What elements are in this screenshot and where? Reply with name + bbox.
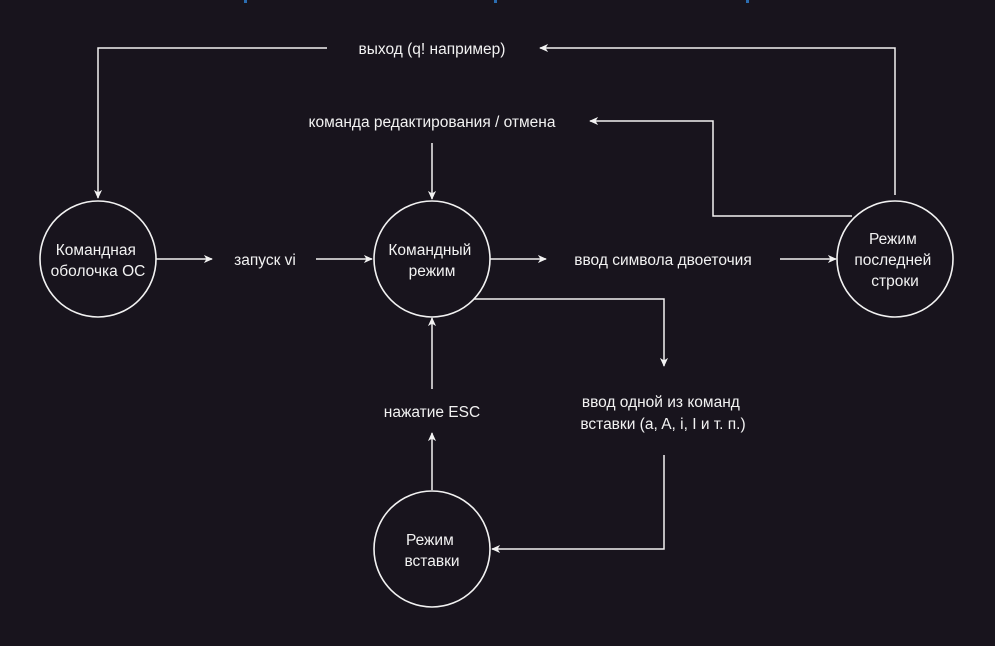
- edge-label-colon-input: ввод символа двоеточия: [574, 252, 751, 269]
- node-last-line-mode-line-2: последней: [854, 252, 931, 269]
- edge-label-start-vi-line-1: запуск vi: [234, 252, 296, 269]
- node-insert-mode-label: Режим вставки: [404, 532, 459, 570]
- top-mark-2: [494, 0, 497, 3]
- edge-exit-to-shell: [93, 47, 327, 199]
- edge-label-start-vi: запуск vi: [234, 252, 296, 269]
- node-last-line-mode-label: Режим последней строки: [854, 231, 935, 290]
- edge-label-exit: выход (q! например): [359, 41, 506, 58]
- node-shell-label: Командная оболочка ОС: [51, 242, 146, 280]
- top-mark-3: [746, 0, 749, 3]
- node-command-mode: Командный режим: [373, 200, 491, 318]
- edge-label-esc-press: нажатие ESC: [384, 404, 480, 421]
- edge-label-edit-command-line-1: команда редактирования / отмена: [309, 114, 556, 131]
- node-command-mode-line-2: режим: [409, 263, 456, 280]
- edge-label-insert-commands-line-1: ввод одной из команд: [582, 394, 740, 411]
- edge-label-insert-commands-line-2: вставки (a, A, i, I и т. п.): [580, 416, 745, 433]
- edge-exit-to-label: [539, 43, 896, 195]
- edge-label-colon-input-line-1: ввод символа двоеточия: [574, 252, 751, 269]
- edge-label-insert-commands: ввод одной из команд вставки (a, A, i, I…: [580, 394, 745, 433]
- node-insert-mode: Режим вставки: [373, 490, 491, 608]
- node-insert-mode-line-2: вставки: [404, 553, 459, 570]
- node-shell-line-1: Командная: [56, 242, 136, 259]
- node-command-mode-line-1: Командный: [388, 242, 471, 259]
- node-last-line-mode: Режим последней строки: [836, 200, 954, 318]
- edge-command-to-insert-label: [474, 298, 669, 367]
- edge-label-exit-line-1: выход (q! например): [359, 41, 506, 58]
- node-shell: Командная оболочка ОС: [39, 200, 157, 318]
- node-insert-mode-line-1: Режим: [406, 532, 454, 549]
- edge-lastline-to-edit-label: [589, 116, 852, 217]
- node-command-mode-label: Командный режим: [388, 242, 475, 280]
- node-shell-line-2: оболочка ОС: [51, 263, 146, 280]
- node-last-line-mode-line-1: Режим: [869, 231, 917, 248]
- top-edge-marks: [244, 0, 749, 3]
- top-mark-1: [244, 0, 247, 3]
- edge-insert-label-to-insert-mode: [491, 455, 665, 554]
- edge-label-esc-press-line-1: нажатие ESC: [384, 404, 480, 421]
- node-last-line-mode-line-3: строки: [871, 273, 919, 290]
- edge-label-edit-command: команда редактирования / отмена: [309, 114, 556, 131]
